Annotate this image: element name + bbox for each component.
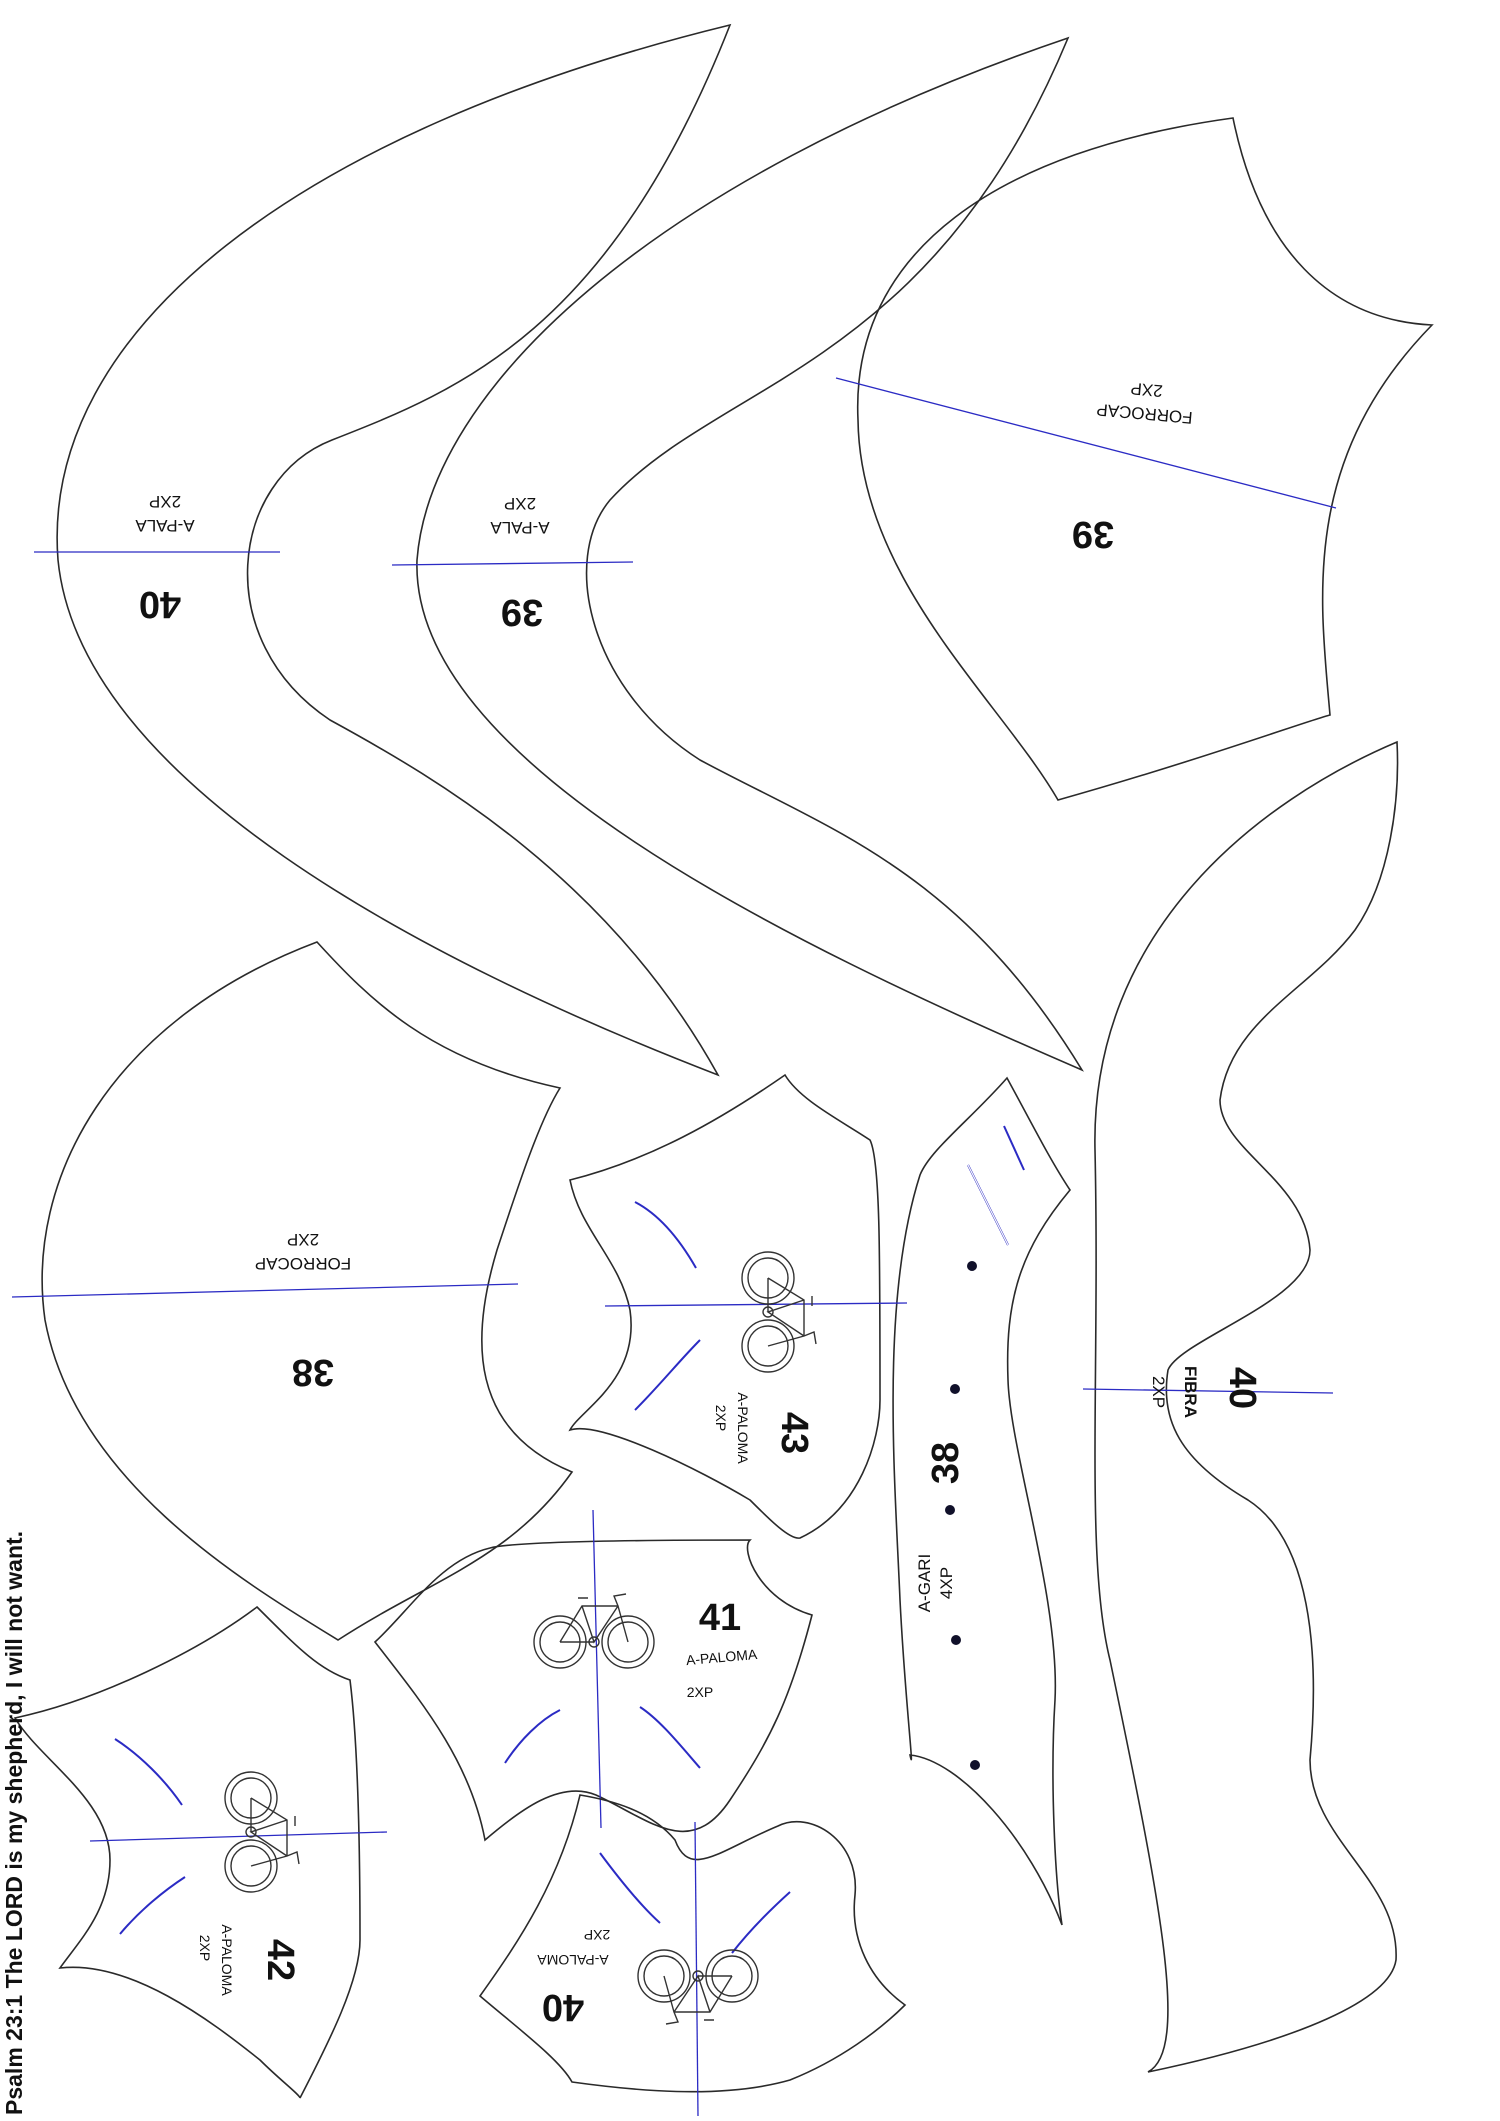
punch-dot	[950, 1384, 960, 1394]
piece-size: 40	[139, 583, 181, 625]
piece-qty: 2XP	[1130, 379, 1164, 401]
slot-marks	[114, 1738, 186, 1935]
piece-name: A-PALA	[135, 516, 195, 535]
piece-qty: 2XP	[149, 492, 181, 511]
pattern-piece-fibra-40: 40 FIBRA 2XP	[1082, 740, 1399, 2073]
punch-dot	[951, 1635, 961, 1645]
piece-size: 43	[773, 1412, 815, 1454]
grainline	[391, 561, 634, 566]
piece-outline	[568, 1073, 881, 1539]
bicycle-icon	[533, 1593, 655, 1669]
pattern-piece-forrocap-39: FORROCAP 2XP 39	[835, 117, 1434, 801]
pattern-piece-a-gari-38: 38 A-GARI 4XP	[892, 1076, 1071, 1926]
grainline	[1082, 1388, 1334, 1394]
pattern-piece-a-paloma-41: 41 A-PALOMA 2XP	[373, 1509, 813, 1842]
piece-size: 40	[1221, 1367, 1263, 1409]
slot-marks	[599, 1852, 791, 1954]
piece-outline	[56, 23, 732, 1077]
piece-outline	[13, 1605, 361, 2099]
piece-size: 42	[259, 1939, 301, 1981]
slot-marks	[504, 1706, 701, 1769]
grainline	[835, 377, 1337, 509]
piece-size: 41	[699, 1597, 741, 1639]
piece-qty: 2XP	[197, 1935, 213, 1961]
piece-outline	[416, 36, 1084, 1072]
pattern-piece-a-paloma-40: 40 A-PALOMA 2XP	[478, 1794, 907, 2117]
piece-name: A-GARI	[915, 1554, 934, 1613]
grainline	[604, 1302, 908, 1307]
piece-outline	[478, 1794, 907, 2093]
piece-size: 38	[292, 1351, 334, 1393]
piece-size: 38	[925, 1442, 967, 1484]
piece-name: FIBRA	[1181, 1366, 1200, 1418]
piece-outline	[856, 117, 1434, 801]
bicycle-icon	[224, 1771, 300, 1893]
bicycle-icon	[637, 1949, 759, 2025]
piece-outline	[1094, 740, 1399, 2073]
piece-name: A-PALOMA	[735, 1392, 751, 1464]
piece-size: 40	[542, 1986, 584, 2028]
piece-name: FORROCAP	[1096, 400, 1194, 427]
piece-name: FORROCAP	[255, 1254, 351, 1273]
pattern-piece-a-pala-40: A-PALA 2XP 40	[34, 23, 732, 1077]
piece-name: A-PALOMA	[537, 1952, 609, 1968]
punch-dot	[967, 1261, 977, 1271]
footer-verse: Psalm 23:1 The LORD is my shepherd, I wi…	[1, 1531, 27, 2115]
piece-qty: 2XP	[713, 1405, 729, 1431]
piece-outline	[373, 1539, 813, 1842]
pattern-piece-a-pala-39: A-PALA 2XP 39	[391, 36, 1084, 1072]
piece-qty: 2XP	[287, 1230, 319, 1249]
piece-qty: 4XP	[937, 1567, 956, 1599]
piece-size: 39	[1072, 513, 1114, 555]
slot-marks	[634, 1201, 701, 1411]
slot-marks	[967, 1125, 1025, 1246]
grainline	[592, 1509, 602, 1829]
punch-dot	[970, 1760, 980, 1770]
piece-outline	[892, 1076, 1071, 1926]
grainline	[89, 1831, 388, 1842]
piece-name: A-PALA	[490, 518, 550, 537]
pattern-piece-a-paloma-42: 42 A-PALOMA 2XP	[13, 1605, 388, 2099]
piece-qty: 2XP	[687, 1684, 713, 1700]
pattern-piece-forrocap-38: FORROCAP 2XP 38	[11, 941, 574, 1641]
punch-dot	[945, 1505, 955, 1515]
piece-qty: 2XP	[584, 1927, 610, 1943]
piece-outline	[41, 941, 574, 1641]
piece-size: 39	[501, 591, 543, 633]
bicycle-icon	[741, 1251, 817, 1373]
grainline	[11, 1283, 519, 1298]
piece-qty: 2XP	[504, 494, 536, 513]
piece-name: A-PALOMA	[219, 1924, 235, 1996]
pattern-piece-a-paloma-43: 43 A-PALOMA 2XP	[568, 1073, 908, 1539]
piece-qty: 2XP	[1149, 1376, 1168, 1408]
grainline	[694, 1821, 699, 2117]
piece-name: A-PALOMA	[685, 1646, 758, 1668]
